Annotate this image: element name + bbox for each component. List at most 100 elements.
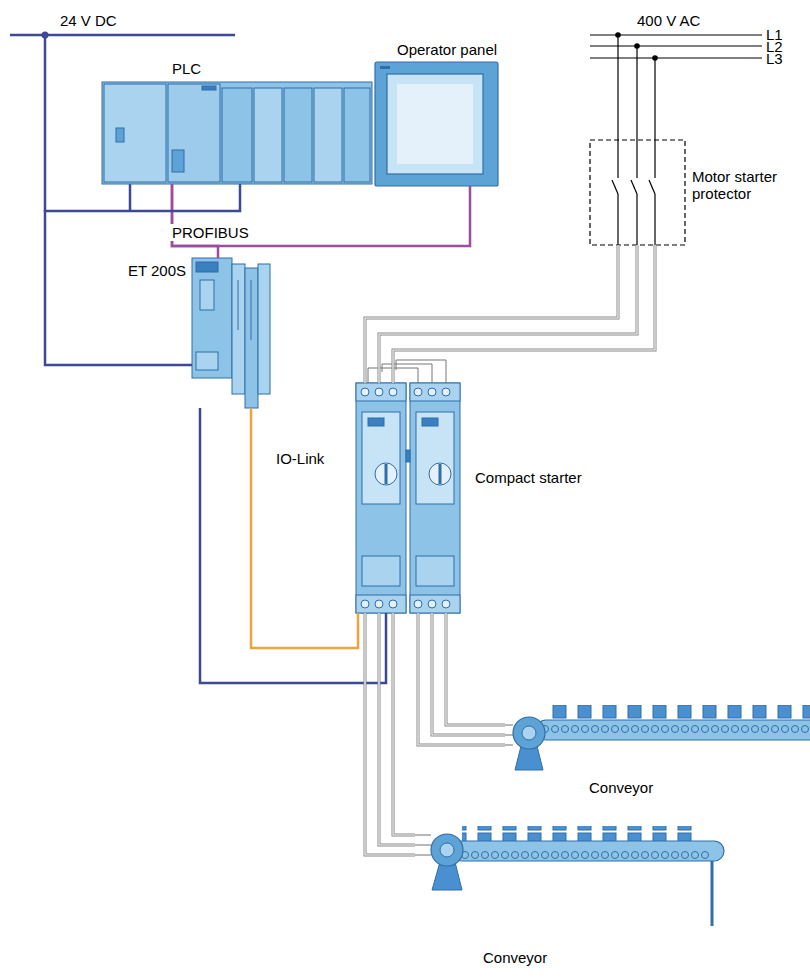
motor-lead [415, 854, 431, 855]
compact-starter-units [375, 463, 397, 485]
conveyor-drawing [460, 842, 710, 860]
plc-rack [172, 150, 184, 172]
wire-core [446, 613, 505, 725]
conveyor-drawing [452, 841, 724, 861]
conveyor-drawing [440, 843, 454, 857]
et200s-station [232, 264, 245, 394]
compact-starter-units [439, 464, 442, 484]
compact-starter-units [429, 463, 451, 485]
node-label: Compact starter [475, 469, 582, 486]
node-label: Operator panel [397, 41, 497, 58]
plc-rack [314, 88, 342, 182]
et200s-station [251, 280, 252, 340]
plc-rack [102, 82, 372, 184]
ac-supply-lines [631, 180, 637, 194]
compact-starter-units [356, 383, 406, 401]
wire [393, 613, 415, 835]
et200s-station [238, 280, 239, 330]
compact-starter-units [356, 383, 460, 613]
label-holder: Compact starter [475, 469, 582, 487]
connector-label: IO-Link [274, 450, 326, 467]
plc-rack [104, 84, 166, 182]
label-holder: 400 V AC [637, 12, 700, 30]
supply-label: 400 V AC [637, 12, 700, 29]
ac-supply-lines [617, 194, 618, 246]
compact-starter-units [375, 388, 383, 396]
connector [45, 184, 240, 365]
wire [446, 613, 505, 725]
plc-rack [202, 86, 216, 90]
compact-starter-units [410, 595, 460, 613]
compact-starter-units [428, 388, 436, 396]
conveyor-drawing [711, 861, 714, 926]
label-holder: PLC [172, 60, 201, 78]
ac-supply-lines [617, 35, 618, 178]
compact-starter-units [389, 600, 397, 608]
compact-starter-units [442, 600, 450, 608]
et200s-station [192, 258, 270, 408]
ac-supply-lines [652, 55, 658, 61]
et200s-station [192, 258, 232, 378]
wire [418, 613, 505, 745]
conveyor: Conveyor [415, 820, 725, 928]
ac-supply-lines [590, 57, 762, 58]
ac-supply-lines [649, 180, 655, 194]
starter-jumpers [396, 360, 446, 383]
motor-lead [505, 724, 513, 725]
wire [432, 613, 505, 735]
node-label: PLC [172, 60, 201, 77]
connector [200, 408, 386, 683]
wire-core [418, 613, 505, 745]
wire-core [393, 245, 655, 383]
label-holder: Conveyor [483, 949, 547, 967]
wire [379, 613, 415, 845]
motor-lead [505, 744, 513, 745]
connector [418, 613, 505, 745]
compact-starter-units [406, 450, 410, 462]
plc-rack [254, 88, 282, 182]
wire [393, 245, 655, 383]
ac-supply-lines [654, 58, 655, 178]
supply-label: 24 V DC [60, 12, 117, 29]
label-holder: Conveyor [589, 779, 653, 797]
protector-outline [590, 140, 685, 245]
plc-rack [222, 88, 252, 182]
motor-lead [415, 844, 431, 845]
operator-panel [375, 62, 498, 186]
label-holder: PROFIBUS [170, 224, 251, 242]
compact-starter-units [389, 388, 397, 396]
ac-supply-lines [590, 45, 762, 46]
compact-starter-units [356, 383, 406, 613]
wire-core [379, 245, 637, 383]
label-holder: 24 V DC [60, 12, 117, 30]
plc-rack [284, 88, 312, 182]
ac-supply-lines [636, 194, 637, 246]
et200s-station [200, 280, 214, 310]
compact-starter-units [361, 388, 369, 396]
compact-starter-units [414, 388, 422, 396]
et200s-station [196, 262, 218, 272]
connector-label: PROFIBUS [170, 224, 251, 241]
plc-rack [168, 84, 220, 182]
compact-starter-units [361, 600, 369, 608]
wire [200, 408, 386, 683]
dc-supply-wire [44, 35, 47, 212]
plc-module: PLC [102, 82, 372, 184]
conveyor: Conveyor [505, 700, 810, 772]
compact-starter-units [368, 418, 384, 426]
operator-panel: Operator panel [375, 62, 498, 186]
ac-supply-lines [612, 180, 618, 194]
conveyor-drawing [544, 721, 810, 739]
wire-core [379, 613, 415, 845]
label-holder: L3 [766, 50, 783, 68]
compact-starter-units [416, 412, 454, 504]
phase-label: L3 [766, 50, 783, 67]
et200s-station: ET 200S [192, 258, 270, 408]
wire [365, 245, 618, 383]
operator-panel [387, 74, 483, 174]
ac-supply-lines [615, 32, 621, 38]
connector [365, 613, 415, 855]
wire-core [365, 245, 618, 383]
